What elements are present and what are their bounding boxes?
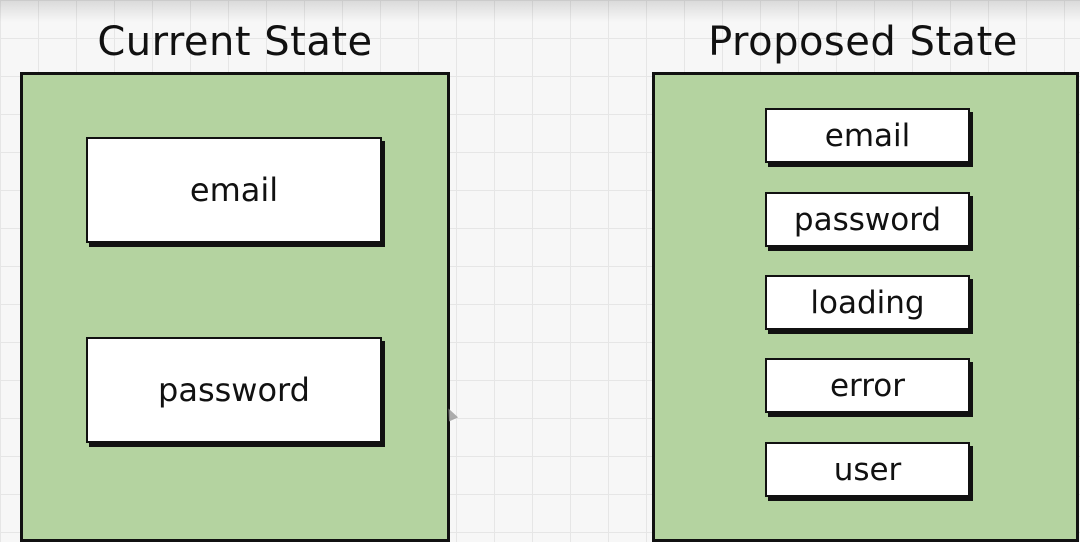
proposed-error-box: error xyxy=(765,358,970,413)
proposed-user-box: user xyxy=(765,442,970,497)
current-state-panel: email password xyxy=(20,72,450,542)
top-shadow xyxy=(0,0,1080,22)
current-password-label: password xyxy=(158,371,310,409)
proposed-state-panel: email password loading error user xyxy=(652,72,1079,542)
proposed-loading-box: loading xyxy=(765,275,970,330)
current-email-label: email xyxy=(189,171,279,209)
proposed-password-label: password xyxy=(793,201,942,238)
proposed-user-label: user xyxy=(833,451,902,488)
proposed-state-title: Proposed State xyxy=(708,19,1018,65)
proposed-error-label: error xyxy=(829,367,906,404)
proposed-password-box: password xyxy=(765,192,970,247)
proposed-email-label: email xyxy=(824,117,911,154)
current-password-box: password xyxy=(86,337,382,443)
current-state-title: Current State xyxy=(97,19,373,65)
proposed-loading-label: loading xyxy=(810,284,925,321)
proposed-email-box: email xyxy=(765,108,970,163)
current-email-box: email xyxy=(86,137,382,243)
